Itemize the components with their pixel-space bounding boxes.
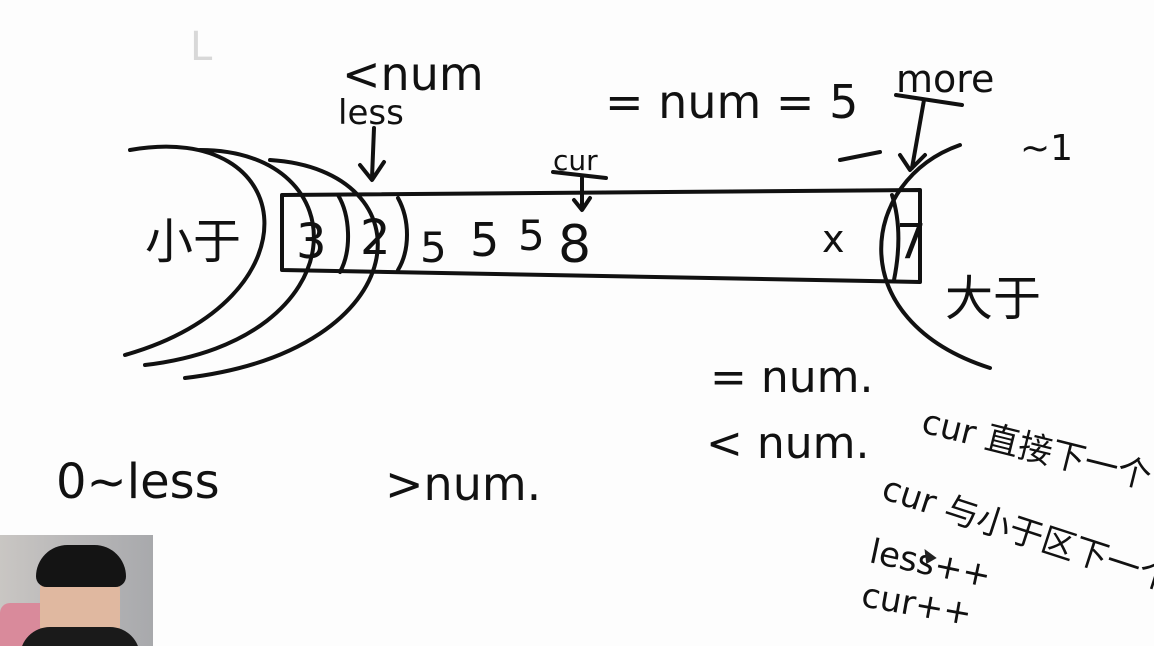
equal-num-label: = num = 5 (605, 75, 858, 129)
array-box (280, 188, 922, 284)
lt-num-label: <num (342, 47, 484, 101)
array-cell: 3 (296, 214, 327, 270)
left-arc-mid (143, 148, 316, 367)
presenter-body (20, 627, 140, 646)
left-arc-outer (123, 144, 267, 357)
cell-divider (890, 193, 901, 282)
more-region-label: 大于 (945, 271, 1041, 327)
cur-label: cur (553, 144, 598, 177)
cur-arrow (572, 176, 592, 212)
rule-eq: = num. (710, 352, 873, 403)
array-cell: 8 (558, 215, 591, 275)
array-cell: 5 (518, 211, 545, 260)
less-arrow (358, 126, 386, 182)
array-cell: 5 (470, 213, 499, 267)
right-arc (879, 143, 992, 370)
array-cell: 7 (896, 214, 927, 270)
less-label: less (338, 93, 404, 133)
more-arrow (898, 98, 927, 172)
webcam-overlay (0, 535, 153, 646)
rule-lt: < num. (706, 418, 869, 469)
ghost-mark: L (190, 24, 213, 70)
cell-divider (396, 196, 409, 272)
more-underline (894, 93, 964, 107)
range-label: 0~less (56, 454, 220, 510)
left-arrow-tick (838, 150, 882, 162)
less-region-label: 小于 (145, 214, 241, 270)
array-cell: x (822, 217, 845, 261)
more-suffix: ~1 (1020, 128, 1073, 169)
array-cell: 2 (360, 210, 391, 266)
presenter-hair (36, 545, 126, 587)
gt-num-label: >num. (385, 457, 541, 511)
cell-divider (336, 193, 350, 274)
left-arc-inner (183, 158, 380, 380)
more-label: more (896, 57, 994, 101)
array-cell: 5 (420, 223, 447, 272)
rule-eq-action: cur 直接下一个 (918, 402, 1154, 498)
cur-underline (551, 170, 608, 180)
